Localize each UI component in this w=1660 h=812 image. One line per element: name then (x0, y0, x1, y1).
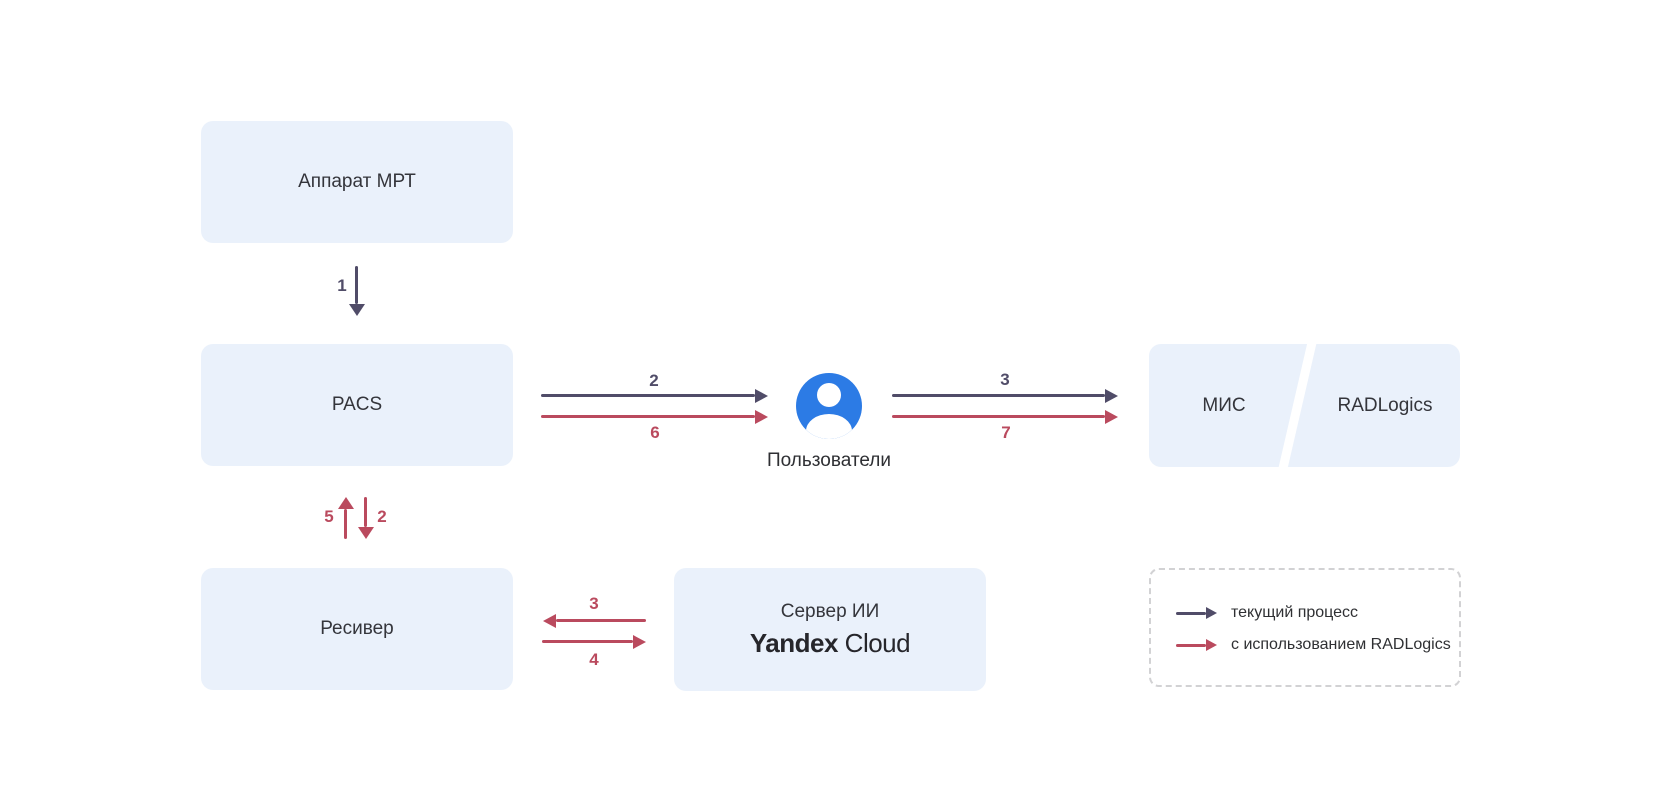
arrow-receiver-to-pacs (344, 509, 347, 539)
node-pacs: PACS (201, 344, 513, 466)
arrow-label-5: 5 (324, 507, 334, 526)
legend-current-process-label: текущий процесс (1231, 604, 1359, 621)
user-icon-head (817, 383, 841, 407)
node-ai-server: Сервер ИИ Yandex Cloud (674, 568, 986, 691)
arrow-pacs-to-receiver (364, 497, 367, 527)
arrow-label-2: 2 (649, 371, 659, 390)
arrow-users-to-mis-radlogics (892, 415, 1105, 418)
node-mri-label: Аппарат МРТ (298, 171, 416, 192)
arrow-label-4: 4 (589, 650, 599, 669)
arrow-mri-to-pacs (355, 266, 358, 304)
user-icon (796, 373, 862, 439)
arrow-users-to-mis-current (892, 394, 1105, 397)
arrow-label-1: 1 (337, 276, 347, 295)
node-radlogics-label: RADLogics (1337, 394, 1433, 416)
user-icon-shoulders (806, 414, 852, 439)
yandex-logo-word: Yandex (749, 627, 839, 658)
node-mis-radlogics: МИС RADLogics (1149, 344, 1460, 467)
arrow-pacs-to-users-current (541, 394, 755, 397)
legend-radlogics-label: с использованием RADLogics (1231, 636, 1451, 653)
arrow-receiver-to-server (542, 640, 633, 643)
node-mri-machine: Аппарат МРТ (201, 121, 513, 243)
cloud-logo-word: Cloud (844, 627, 911, 658)
arrow-server-to-receiver (556, 619, 646, 622)
node-mis-label: МИС (1202, 394, 1246, 416)
node-receiver-label: Ресивер (320, 618, 394, 639)
users-label: Пользователи (766, 450, 891, 471)
arrow-label-3b: 3 (589, 594, 599, 613)
yandex-cloud-logo: Yandex Cloud (749, 627, 911, 659)
node-ai-server-label: Сервер ИИ (780, 600, 880, 622)
arrow-pacs-to-users-radlogics (541, 415, 755, 418)
legend-radlogics-arrow (1176, 644, 1206, 647)
node-pacs-label: PACS (331, 394, 383, 415)
arrow-label-7: 7 (1001, 423, 1011, 442)
legend: текущий процесс с использованием RADLogi… (1149, 568, 1461, 687)
node-receiver: Ресивер (201, 568, 513, 690)
arrow-label-6: 6 (650, 423, 660, 442)
legend-current-process-arrow (1176, 612, 1206, 615)
arrow-label-3: 3 (1000, 370, 1010, 389)
arrow-label-2b: 2 (377, 507, 387, 526)
node-mis-segment: МИС (1149, 344, 1299, 467)
node-radlogics-segment: RADLogics (1310, 344, 1460, 467)
